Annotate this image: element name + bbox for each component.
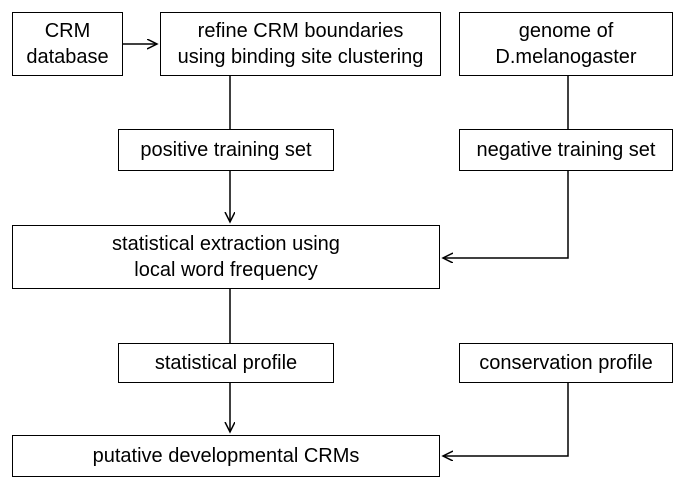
refine-label-line1: refine CRM boundaries [197,20,404,42]
crm-database-label-line2: database [26,46,109,68]
extraction-label-line2: local word frequency [134,259,318,281]
putative-crms-label: putative developmental CRMs [92,445,360,467]
crm-database-label-line1: CRM [44,20,91,42]
refine-label-line2: using binding site clustering [177,46,424,68]
extraction-label-line1: statistical extraction using [112,233,340,255]
genome-box: genome of D.melanogaster [459,12,673,76]
conservation-profile-label: conservation profile [479,352,653,374]
genome-label-line2: D.melanogaster [495,46,637,68]
positive-training-set-label: positive training set [140,139,312,161]
negative-training-set-box: negative training set [459,129,673,171]
statistical-profile-label: statistical profile [154,352,298,374]
negative-training-set-label: negative training set [476,139,656,161]
refine-boundaries-box: refine CRM boundaries using binding site… [160,12,441,76]
statistical-profile-box: statistical profile [118,343,334,383]
putative-crms-box: putative developmental CRMs [12,435,440,477]
conservation-profile-box: conservation profile [459,343,673,383]
crm-database-box: CRM database [12,12,123,76]
genome-label-line1: genome of [518,20,614,42]
arrow-negative-to-extraction [443,171,569,258]
statistical-extraction-box: statistical extraction using local word … [12,225,440,289]
arrow-conservation-to-putative [443,383,569,456]
positive-training-set-box: positive training set [118,129,334,171]
